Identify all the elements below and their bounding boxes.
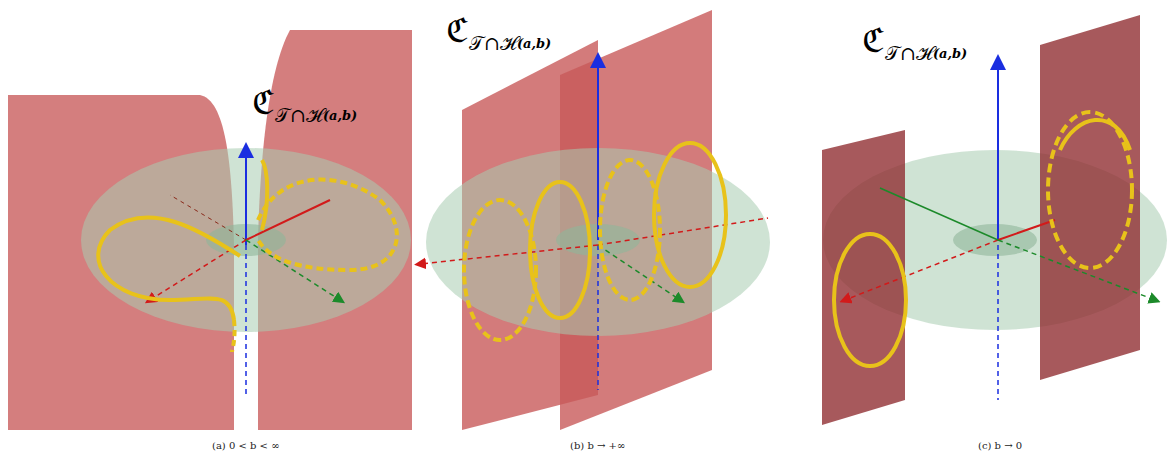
z-axis: [245, 150, 247, 245]
z-axis: [597, 60, 599, 240]
axis: [170, 195, 246, 240]
math-symbol: ℭ: [252, 82, 275, 122]
x-axis: [998, 220, 1055, 240]
yellow-curve: [1060, 120, 1130, 150]
panel-a: [8, 30, 412, 430]
z-axis: [997, 245, 999, 400]
z-axis: [245, 245, 247, 395]
panel-caption: (b) b → +∞: [570, 440, 625, 451]
yellow-curve: [600, 160, 660, 300]
math-subsubscript: (a,b): [933, 46, 967, 61]
red-plane: [1040, 15, 1140, 380]
z-axis: [997, 62, 999, 240]
math-label: ℭ𝒯∩ℋ(a,b): [252, 78, 357, 127]
math-label: ℭ𝒯∩ℋ(a,b): [446, 6, 551, 55]
math-subsubscript: (a,b): [323, 108, 357, 123]
yellow-curve: [530, 182, 590, 318]
y-axis: [880, 188, 998, 240]
red-plane: [822, 130, 905, 425]
yellow-curve: [262, 160, 267, 230]
torus-hole: [953, 224, 1037, 256]
x-axis: [420, 245, 598, 264]
y-axis: [998, 240, 1155, 300]
z-axis: [597, 245, 599, 390]
math-subscript: 𝒯∩ℋ: [469, 32, 517, 54]
yellow-curve: [98, 217, 240, 320]
yellow-curve: [258, 180, 397, 270]
yellow-curve: [464, 200, 536, 340]
panel-b: [420, 10, 770, 430]
yellow-curve: [834, 234, 906, 366]
math-symbol: ℭ: [862, 20, 885, 60]
x-axis: [598, 218, 768, 245]
math-subscript: 𝒯∩ℋ: [275, 104, 323, 126]
y-axis: [246, 240, 340, 300]
panel-caption: (c) b → 0: [978, 440, 1022, 451]
math-subscript: 𝒯∩ℋ: [885, 42, 933, 64]
panel-c: [822, 15, 1167, 425]
yellow-curve: [654, 143, 726, 287]
torus: [81, 148, 411, 332]
math-label: ℭ𝒯∩ℋ(a,b): [862, 16, 967, 65]
x-axis: [845, 240, 998, 300]
math-symbol: ℭ: [446, 10, 469, 50]
math-subsubscript: (a,b): [517, 36, 551, 51]
panel-caption: (a) 0 < b < ∞: [212, 440, 280, 451]
yellow-curve: [232, 320, 235, 352]
yellow-curve: [1048, 112, 1132, 268]
